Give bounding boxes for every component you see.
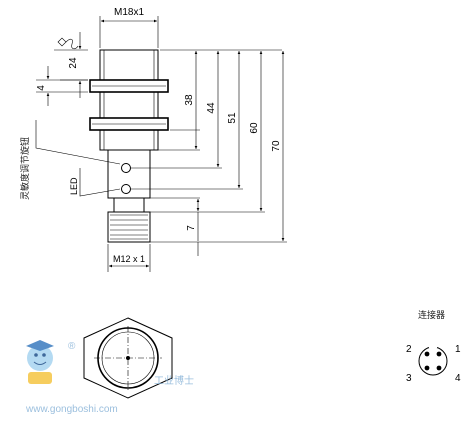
sensitivity-label: 灵敏度调节旋钮	[19, 137, 31, 200]
callout-sensitivity: 灵敏度调节旋钮	[19, 120, 121, 200]
pin-4-label: 4	[455, 373, 461, 384]
pin-3-icon	[424, 365, 430, 371]
pin-1-label: 1	[455, 344, 461, 355]
dim-51-label: 51	[227, 112, 238, 124]
sensor-side-view	[89, 49, 169, 243]
dim-7-label: 7	[186, 225, 197, 231]
led-label: LED	[69, 177, 79, 195]
watermark-site: www.gongboshi.com	[25, 404, 118, 415]
dim-60-label: 60	[249, 122, 260, 134]
pin-3-label: 3	[406, 373, 412, 384]
dim-4: 4	[36, 66, 88, 106]
dim-70-label: 70	[271, 140, 282, 152]
dim-thread-top: M18x1	[99, 7, 159, 48]
mascot-icon	[26, 340, 54, 384]
thread-top-label: M18x1	[114, 7, 144, 18]
watermark-registered: ®	[68, 341, 76, 352]
sensitivity-knob-icon	[121, 163, 131, 173]
dim-4-label: 4	[36, 85, 47, 91]
dim-38-label: 38	[184, 94, 195, 106]
torque-icon	[57, 37, 79, 50]
dim-24-label: 24	[68, 57, 79, 69]
dim-44-label: 44	[206, 102, 217, 114]
callout-led: LED	[69, 168, 121, 197]
led-indicator-icon	[121, 184, 131, 194]
dim-thread-bottom: M12 x 1	[107, 244, 151, 272]
watermark: ® 工业博士 www.gongboshi.com	[25, 340, 194, 415]
dim-7: 7	[186, 199, 200, 256]
connector-pinout: 连接器 1 2 3 4	[406, 309, 461, 384]
dim-24: 24	[54, 32, 88, 98]
pin-4-icon	[436, 365, 442, 371]
pin-2-icon	[424, 351, 430, 357]
pin-1-icon	[436, 351, 442, 357]
sensor-bottom-view	[83, 317, 173, 399]
watermark-brand: 工业博士	[154, 374, 194, 387]
connector-label: 连接器	[418, 309, 445, 321]
thread-bottom-label: M12 x 1	[113, 254, 145, 264]
dim-right-set: 38 44 51 60 70	[146, 49, 287, 243]
pin-2-label: 2	[406, 344, 412, 355]
